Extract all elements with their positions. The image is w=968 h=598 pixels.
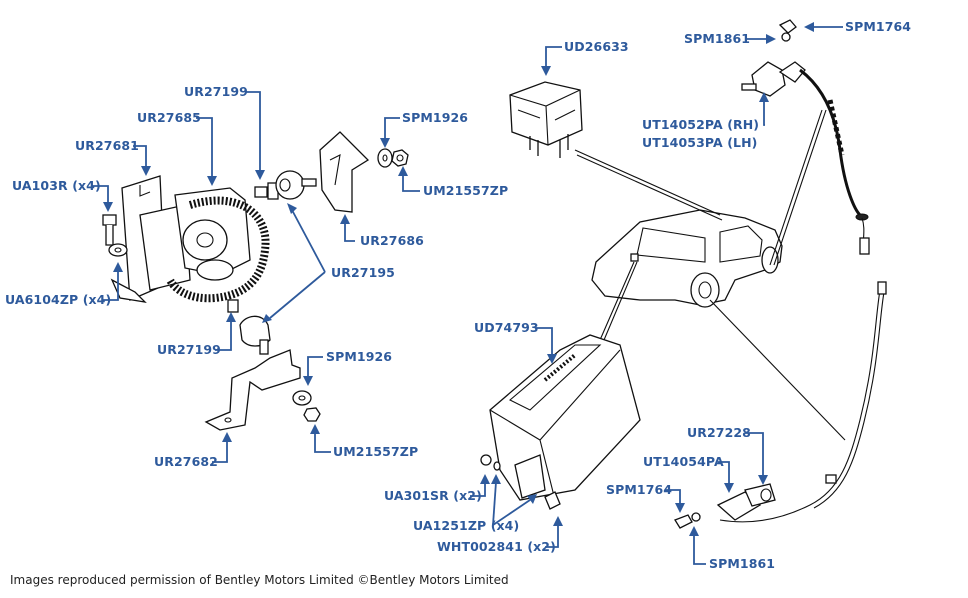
label-spm1926-top[interactable]: SPM1926 (402, 110, 469, 125)
label-ud26633[interactable]: UD26633 (564, 39, 629, 54)
height-sensor-assembly (102, 131, 409, 431)
label-spm1764-bottom[interactable]: SPM1764 (606, 482, 673, 497)
copyright-credit: Images reproduced permission of Bentley … (10, 573, 509, 587)
label-ur27682[interactable]: UR27682 (154, 454, 218, 469)
callout-arrows (92, 22, 843, 565)
control-unit-ud74793 (480, 334, 641, 510)
label-ua6104zp[interactable]: UA6104ZP (x4) (5, 292, 112, 307)
label-spm1861-bottom[interactable]: SPM1861 (709, 556, 776, 571)
label-spm1861-top[interactable]: SPM1861 (684, 31, 751, 46)
label-ua1251zp[interactable]: UA1251ZP (x4) (413, 518, 520, 533)
cable-sensor-top (741, 19, 870, 255)
label-spm1926-bottom[interactable]: SPM1926 (326, 349, 393, 364)
label-spm1764-top[interactable]: SPM1764 (845, 19, 912, 34)
label-um21557zp-top[interactable]: UM21557ZP (423, 183, 509, 198)
label-um21557zp-bottom[interactable]: UM21557ZP (333, 444, 419, 459)
car-illustration (591, 209, 783, 308)
label-ua103r[interactable]: UA103R (x4) (12, 178, 101, 193)
label-ut14053pa[interactable]: UT14053PA (LH) (642, 135, 758, 150)
label-ur27199-bottom[interactable]: UR27199 (157, 342, 221, 357)
label-ua301sr[interactable]: UA301SR (x2) (384, 488, 482, 503)
label-ut14052pa[interactable]: UT14052PA (RH) (642, 117, 760, 132)
label-ud74793[interactable]: UD74793 (474, 320, 539, 335)
relay-ud26633 (509, 81, 583, 158)
label-ur27685[interactable]: UR27685 (137, 110, 201, 125)
label-ut14054pa[interactable]: UT14054PA (643, 454, 724, 469)
label-ur27681[interactable]: UR27681 (75, 138, 139, 153)
car-leader-lines (574, 109, 846, 441)
label-ur27195[interactable]: UR27195 (331, 265, 395, 280)
label-ur27199-top[interactable]: UR27199 (184, 84, 248, 99)
label-wht002841[interactable]: WHT002841 (x2) (437, 539, 556, 554)
label-ur27686[interactable]: UR27686 (360, 233, 424, 248)
label-ur27228[interactable]: UR27228 (687, 425, 751, 440)
cable-sensor-bottom (674, 281, 887, 529)
